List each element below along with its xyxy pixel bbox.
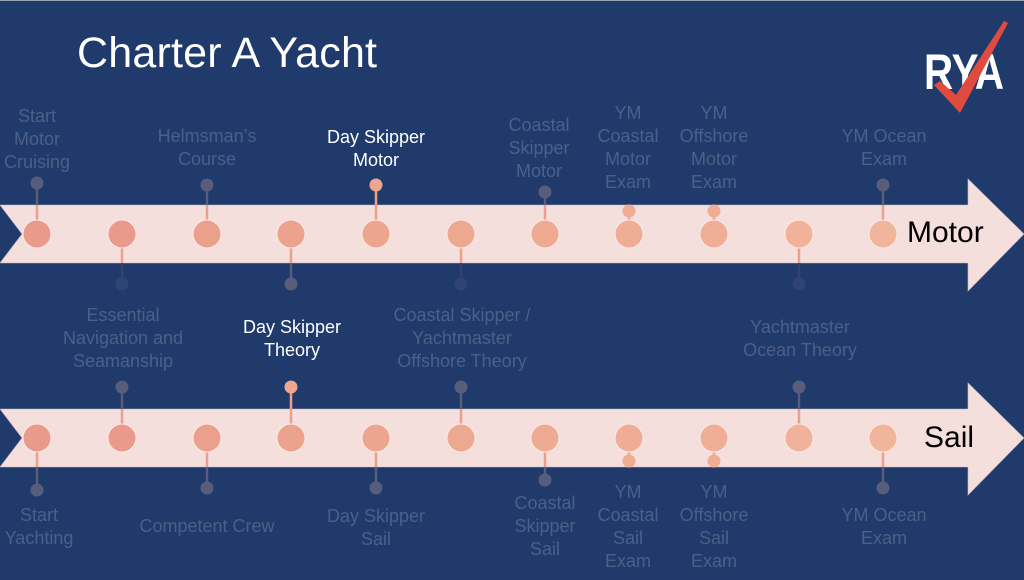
milestone-node [361,219,391,249]
sail-milestones [22,423,898,453]
sail-track-label: Sail [924,421,975,454]
milestone-node [446,423,476,453]
milestone-node [614,423,644,453]
milestone-node [276,219,306,249]
label-ym-coastal-motor-exam: YM Coastal Motor Exam [597,103,659,192]
slide-title: Charter A Yacht [77,29,378,77]
milestone-node [361,423,391,453]
label-start-yachting: Start Yachting [4,505,74,548]
sail-track-arrow [0,382,1024,496]
milestone-node [784,219,814,249]
milestone-node [868,423,898,453]
milestone-node [699,423,729,453]
label-day-skipper-motor: Day Skipper Motor [326,127,426,170]
sail-pin-dots [30,380,890,497]
rya-logo: RYA [924,21,1008,113]
milestone-node [614,219,644,249]
motor-pin-dots [30,176,890,291]
milestone-node [107,423,137,453]
milestone-node [784,423,814,453]
label-coastal-skipper-motor: Coastal Skipper Motor [508,115,570,181]
label-essential-navigation: Essential Navigation and Seamanship [62,305,184,371]
label-coastal-yachtmaster-offshore-theory: Coastal Skipper / Yachtmaster Offshore T… [393,305,531,371]
label-ym-offshore-motor-exam: YM Offshore Motor Exam [679,103,749,192]
milestone-node [22,219,52,249]
label-coastal-skipper-sail: Coastal Skipper Sail [514,493,576,559]
label-start-motor-cruising: Start Motor Cruising [3,106,71,172]
milestone-node [107,219,137,249]
milestone-node [530,219,560,249]
label-yachtmaster-ocean-theory: Yachtmaster Ocean Theory [743,317,857,360]
milestone-node [446,219,476,249]
label-ym-ocean-exam-sail: YM Ocean Exam [841,505,927,548]
milestone-node [699,219,729,249]
milestone-node [530,423,560,453]
checkmark-icon [934,21,1008,113]
milestone-node [192,219,222,249]
milestone-node [276,423,306,453]
motor-track-arrow [0,178,1024,292]
label-ym-coastal-sail-exam: YM Coastal Sail Exam [597,482,659,571]
milestone-node [868,219,898,249]
label-competent-crew: Competent Crew [139,516,275,536]
milestone-node [192,423,222,453]
label-helmsmans-course: Helmsman’s Course [157,126,257,169]
motor-milestones [22,219,898,249]
label-ym-offshore-sail-exam: YM Offshore Sail Exam [679,482,749,571]
label-day-skipper-theory: Day Skipper Theory [242,317,342,360]
motor-track-label: Motor [907,216,984,249]
label-day-skipper-sail: Day Skipper Sail [326,506,426,549]
label-ym-ocean-exam-motor: YM Ocean Exam [841,126,927,169]
milestone-node [22,423,52,453]
